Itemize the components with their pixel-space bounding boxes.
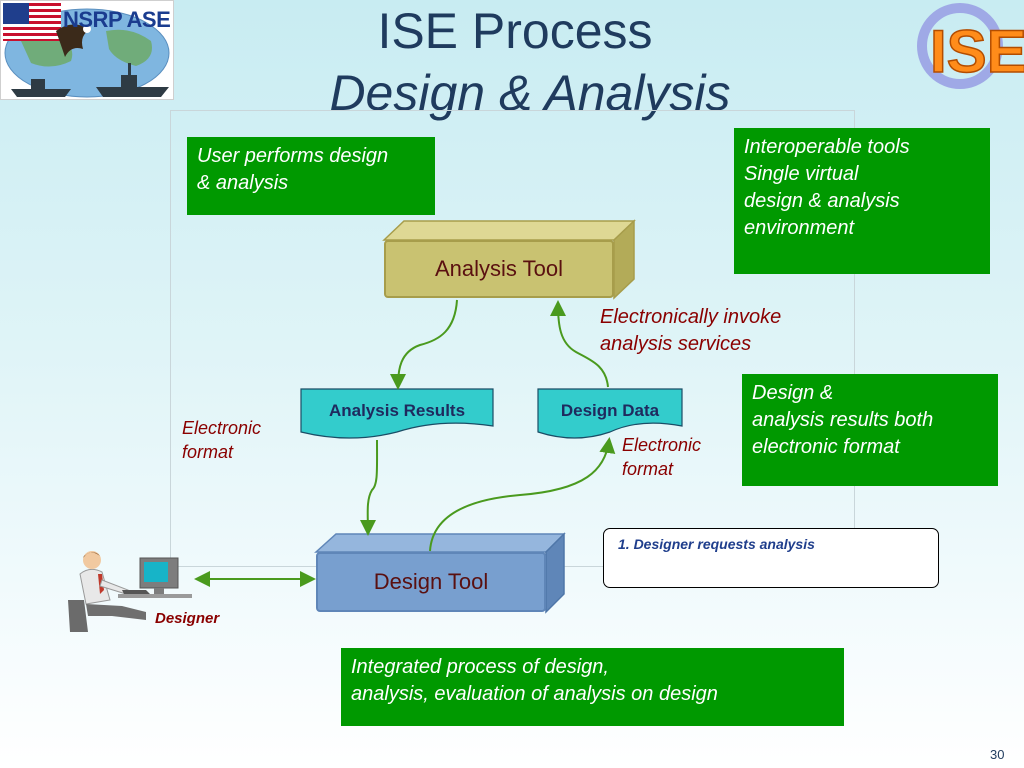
callout-line: design & analysis xyxy=(744,190,900,212)
design-tool-extrusion xyxy=(314,533,566,553)
arrow-data-to-analysis xyxy=(550,300,609,388)
step-text: 1. Designer requests analysis xyxy=(618,536,815,552)
callout-line: Design & xyxy=(752,382,834,404)
analysis-tool-box: Analysis Tool xyxy=(384,240,614,298)
callout-line: Single virtual xyxy=(744,163,859,185)
arrow-design-to-data xyxy=(429,437,616,552)
text-line: Electronically invoke xyxy=(600,306,782,328)
analysis-tool-extrusion xyxy=(382,220,636,241)
nsrp-ase-logo-text: NSRP ASE xyxy=(63,7,171,32)
callout-line: Integrated process of design, xyxy=(351,656,609,678)
design-data-label: Design Data xyxy=(560,401,660,420)
text-line: format xyxy=(182,442,234,462)
callout-results-electronic: Design & analysis results both electroni… xyxy=(742,374,998,486)
callout-line: electronic format xyxy=(752,436,900,458)
page-number: 30 xyxy=(990,747,1005,762)
arrow-results-to-design xyxy=(359,439,379,536)
slide-title: ISE Process xyxy=(377,3,653,59)
designer-label: Designer xyxy=(155,610,220,627)
nsrp-ase-logo: NSRP ASE xyxy=(0,0,174,100)
globe-ships-icon xyxy=(3,3,170,98)
ise-logo: ISE xyxy=(908,2,1024,92)
text-line: Electronic xyxy=(182,418,262,438)
text-line: analysis services xyxy=(600,333,752,355)
analysis-results-label: Analysis Results xyxy=(328,401,466,420)
invoke-services-text: Electronically invoke analysis services xyxy=(600,304,781,358)
callout-line: User performs design xyxy=(197,145,389,167)
arrow-analysis-to-results xyxy=(390,299,458,390)
callout-line: Interoperable tools xyxy=(744,136,910,158)
ise-logo-mark-icon: ISE xyxy=(917,3,1024,89)
callout-interoperable-tools: Interoperable tools Single virtual desig… xyxy=(734,128,990,274)
step-box: 1. Designer requests analysis xyxy=(603,528,939,588)
callout-line: analysis results both xyxy=(752,409,934,431)
callout-line: environment xyxy=(744,217,855,239)
person-at-computer-icon xyxy=(68,551,192,632)
callout-integrated-process: Integrated process of design, analysis, … xyxy=(341,648,844,726)
design-tool-box: Design Tool xyxy=(316,552,546,612)
designer-figure xyxy=(62,546,198,636)
electronic-format-left: Electronic format xyxy=(182,416,261,464)
callout-line: & analysis xyxy=(197,172,289,194)
text-line: format xyxy=(622,459,674,479)
text-line: Electronic xyxy=(622,435,702,455)
electronic-format-right: Electronic format xyxy=(622,433,701,481)
analysis-results-document xyxy=(300,388,494,439)
callout-user-performs: User performs design & analysis xyxy=(187,137,435,215)
slide-subtitle: Design & Analysis xyxy=(329,65,731,121)
ise-logo-text: ISE xyxy=(930,18,1024,85)
design-data-document xyxy=(537,388,683,439)
callout-line: analysis, evaluation of analysis on desi… xyxy=(351,683,718,705)
